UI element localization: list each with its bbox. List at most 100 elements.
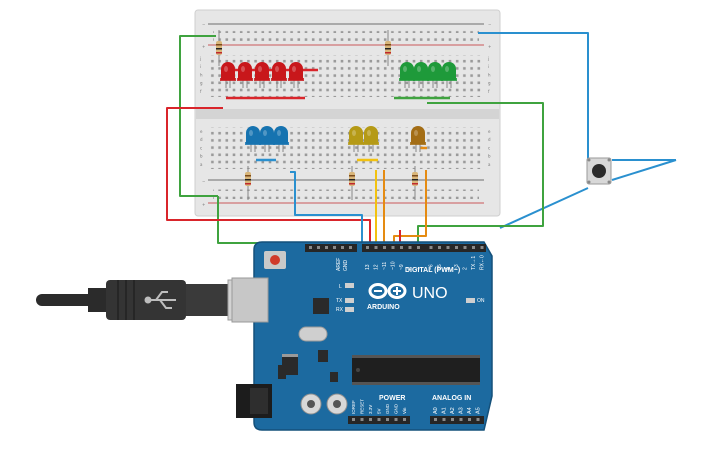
header-pin[interactable] — [463, 246, 467, 249]
led — [363, 126, 379, 152]
led — [254, 62, 270, 88]
header-pin[interactable] — [408, 246, 412, 249]
usb-cable — [36, 279, 265, 321]
row-letter: d — [200, 137, 203, 142]
resistor — [412, 166, 418, 200]
header-pin[interactable] — [366, 246, 369, 249]
usb-receptacle — [231, 277, 269, 323]
power-label: POWER — [379, 395, 405, 402]
digital-pin-label: ~11 — [382, 262, 388, 270]
button-cap[interactable] — [592, 164, 606, 178]
header-pin[interactable] — [476, 418, 480, 421]
row-letter: a — [488, 162, 491, 167]
header-pin[interactable] — [333, 246, 336, 249]
header-pin[interactable] — [386, 418, 389, 421]
digital-pin-label: ~10 — [391, 261, 397, 270]
header-pin[interactable] — [429, 246, 433, 249]
header-pin[interactable] — [417, 246, 420, 249]
led-rx-indicator — [345, 307, 354, 312]
header-pin[interactable] — [369, 418, 372, 421]
resistor — [245, 166, 251, 200]
resistors — [216, 30, 418, 200]
header-pin[interactable] — [446, 246, 450, 249]
header-pin[interactable] — [480, 246, 484, 249]
row-letter: d — [488, 137, 491, 142]
analog-pin-label: A1 — [442, 407, 448, 414]
power-pin-label: Vin — [402, 407, 407, 414]
digital-pin-label: TX→1 — [471, 256, 477, 270]
led-on-indicator — [466, 298, 475, 303]
crystal-oscillator — [298, 326, 328, 342]
rail-plus-bottom: + — [202, 202, 205, 207]
led-tx-label: TX — [336, 298, 343, 304]
header-pin[interactable] — [374, 246, 378, 249]
row-letter: h — [200, 72, 203, 77]
header-pin[interactable] — [325, 246, 328, 249]
resistor — [385, 30, 391, 66]
led — [410, 126, 426, 152]
header-pin[interactable] — [403, 418, 406, 421]
header-pin[interactable] — [309, 246, 312, 249]
push-button[interactable] — [586, 157, 612, 185]
led — [441, 62, 457, 88]
led-l-label: L — [339, 284, 342, 290]
header-pin[interactable] — [377, 418, 381, 421]
led-rx-label: RX — [336, 307, 344, 313]
digital-pin-label: ~6 — [429, 264, 435, 270]
header-analog — [430, 416, 484, 424]
header-digital — [362, 244, 486, 252]
wire-red-5v — [166, 107, 371, 250]
led — [427, 62, 443, 88]
row-letter: a — [200, 162, 203, 167]
row-letter: g — [488, 81, 491, 86]
resistor — [216, 30, 222, 66]
header-pin[interactable] — [438, 246, 441, 249]
led — [399, 62, 415, 88]
header-pin[interactable] — [472, 246, 475, 249]
row-letter: e — [488, 129, 491, 134]
arduino-logo-icon — [368, 283, 407, 299]
header-pin[interactable] — [394, 418, 398, 421]
header-top-left — [305, 244, 357, 252]
row-letter: c — [200, 145, 202, 150]
header-pin[interactable] — [455, 246, 458, 249]
led — [413, 62, 429, 88]
header-pin[interactable] — [442, 418, 446, 421]
resistor — [349, 166, 355, 200]
leds — [220, 62, 457, 152]
row-letter: i — [488, 64, 489, 69]
wire-green-right — [417, 102, 544, 250]
header-pin[interactable] — [352, 418, 355, 421]
power-pin-label: RESET — [360, 399, 365, 414]
power-pin-label: GND — [385, 403, 390, 414]
row-letter: c — [488, 145, 490, 150]
header-pin[interactable] — [383, 246, 386, 249]
reset-button-cap[interactable] — [270, 255, 280, 265]
header-pin[interactable] — [434, 418, 437, 421]
row-letter: e — [200, 129, 203, 134]
header-pin[interactable] — [317, 246, 320, 249]
row-letter: j — [199, 56, 201, 61]
power-pin-label: GND — [394, 403, 399, 414]
digital-pin-label: 7 — [416, 267, 422, 270]
digital-pin-label: ~9 — [399, 264, 405, 270]
digital-label: DIGITAL (PWM~) — [405, 267, 460, 274]
wire-blue-button — [478, 32, 589, 160]
usb-chip — [313, 298, 329, 314]
on-label: ON — [477, 298, 485, 304]
header-pin[interactable] — [341, 246, 344, 249]
analog-pin-label: A0 — [433, 407, 439, 414]
header-pin[interactable] — [459, 418, 463, 421]
header-pin[interactable] — [391, 246, 395, 249]
header-pin[interactable] — [400, 246, 403, 249]
header-pin[interactable] — [349, 246, 352, 249]
header-pin[interactable] — [451, 418, 454, 421]
header-pin[interactable] — [468, 418, 471, 421]
header-pin[interactable] — [360, 418, 364, 421]
power-pin-label: 5V — [377, 408, 382, 414]
board-logo-text: ARDUINO — [367, 304, 400, 311]
power-pin-label: 3.3V — [368, 405, 373, 414]
